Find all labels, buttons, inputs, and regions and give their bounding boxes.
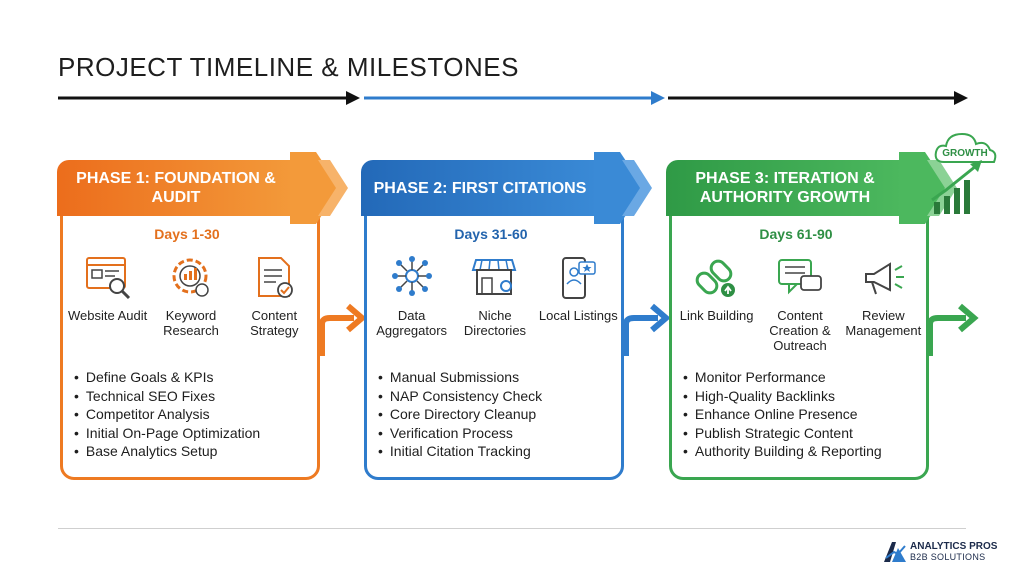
phase-3-card: PHASE 3: ITERATION & AUTHORITY GROWTH Da… xyxy=(666,152,957,480)
icon-label: Local Listings xyxy=(538,308,618,323)
keyword-research-item: Keyword Research xyxy=(151,254,231,338)
chevron-right-icon xyxy=(594,152,652,224)
phase-1-card: PHASE 1: FOUNDATION & AUDIT Days 1-30 We… xyxy=(57,152,348,480)
icon-label: Website Audit xyxy=(68,308,148,323)
phase-3-days: Days 61-90 xyxy=(759,226,833,242)
phase-1-icons: Website Audit Keyword Research C xyxy=(66,254,316,338)
bottom-divider xyxy=(58,528,966,529)
list-item: Core Directory Cleanup xyxy=(378,405,542,424)
icon-label: Content Creation & Outreach xyxy=(769,308,831,353)
page-title: PROJECT TIMELINE & MILESTONES xyxy=(58,52,519,82)
logo-line-1: ANALYTICS PROS xyxy=(910,541,998,552)
content-strategy-item: Content Strategy xyxy=(234,254,314,338)
keyword-research-icon xyxy=(172,258,209,297)
icon-label: Niche Directories xyxy=(463,308,527,338)
phase-2-header: PHASE 2: FIRST CITATIONS xyxy=(361,160,599,216)
website-audit-icon xyxy=(85,257,130,300)
link-building-item: Link Building xyxy=(677,254,757,353)
growth-cloud-icon: GROWTH xyxy=(931,132,997,214)
content-strategy-icon xyxy=(258,257,294,298)
logo-icon xyxy=(884,542,906,562)
phase-1-header: PHASE 1: FOUNDATION & AUDIT xyxy=(57,160,295,216)
list-item: High-Quality Backlinks xyxy=(683,387,882,406)
data-aggregators-item: Data Aggregators xyxy=(372,254,452,338)
list-item: Initial Citation Tracking xyxy=(378,442,542,461)
connector-arrow-3 xyxy=(927,303,979,356)
phase-1-task-list: Define Goals & KPIs Technical SEO Fixes … xyxy=(74,368,260,461)
list-item: Initial On-Page Optimization xyxy=(74,424,260,443)
icon-label: Data Aggregators xyxy=(376,308,448,338)
data-aggregators-icon xyxy=(391,256,432,296)
phase-2-icons: Data Aggregators Niche Directories xyxy=(370,254,620,338)
connector-arrow-1 xyxy=(319,303,367,356)
phase-2-card: PHASE 2: FIRST CITATIONS Days 31-60 xyxy=(361,152,652,480)
phase-3-header: PHASE 3: ITERATION & AUTHORITY GROWTH xyxy=(666,160,904,216)
list-item: Competitor Analysis xyxy=(74,405,260,424)
list-item: Technical SEO Fixes xyxy=(74,387,260,406)
content-outreach-icon xyxy=(777,259,822,295)
list-item: NAP Consistency Check xyxy=(378,387,542,406)
niche-directories-item: Niche Directories xyxy=(455,254,535,338)
list-item: Enhance Online Presence xyxy=(683,405,882,424)
phase-3-icons: Link Building Content Creation & Outreac… xyxy=(675,254,925,353)
list-item: Base Analytics Setup xyxy=(74,442,260,461)
list-item: Verification Process xyxy=(378,424,542,443)
phase-3-task-list: Monitor Performance High-Quality Backlin… xyxy=(683,368,882,461)
icon-label: Content Strategy xyxy=(250,308,299,338)
chevron-right-icon xyxy=(290,152,348,224)
review-management-icon xyxy=(865,262,905,295)
phase-2-task-list: Manual Submissions NAP Consistency Check… xyxy=(378,368,542,461)
phase-2-days: Days 31-60 xyxy=(454,226,528,242)
list-item: Publish Strategic Content xyxy=(683,424,882,443)
content-outreach-item: Content Creation & Outreach xyxy=(760,254,840,353)
list-item: Authority Building & Reporting xyxy=(683,442,882,461)
growth-badge: GROWTH xyxy=(930,126,1010,223)
niche-directories-icon xyxy=(471,259,517,295)
phase-1-days: Days 1-30 xyxy=(154,226,220,242)
website-audit-item: Website Audit xyxy=(68,254,148,338)
link-building-icon xyxy=(695,259,735,297)
list-item: Manual Submissions xyxy=(378,368,542,387)
review-management-item: Review Management xyxy=(843,254,923,353)
icon-label: Review Management xyxy=(845,308,922,338)
icon-label: Keyword Research xyxy=(163,308,219,338)
list-item: Define Goals & KPIs xyxy=(74,368,260,387)
company-logo: ANALYTICS PROS B2B SOLUTIONS xyxy=(884,541,997,563)
connector-arrow-2 xyxy=(623,303,671,356)
local-listings-item: Local Listings xyxy=(538,254,618,338)
growth-label: GROWTH xyxy=(942,148,988,159)
local-listings-icon xyxy=(562,257,597,299)
timeline-arrows xyxy=(58,91,968,105)
logo-line-2: B2B SOLUTIONS xyxy=(910,552,986,562)
list-item: Monitor Performance xyxy=(683,368,882,387)
icon-label: Link Building xyxy=(679,308,754,323)
